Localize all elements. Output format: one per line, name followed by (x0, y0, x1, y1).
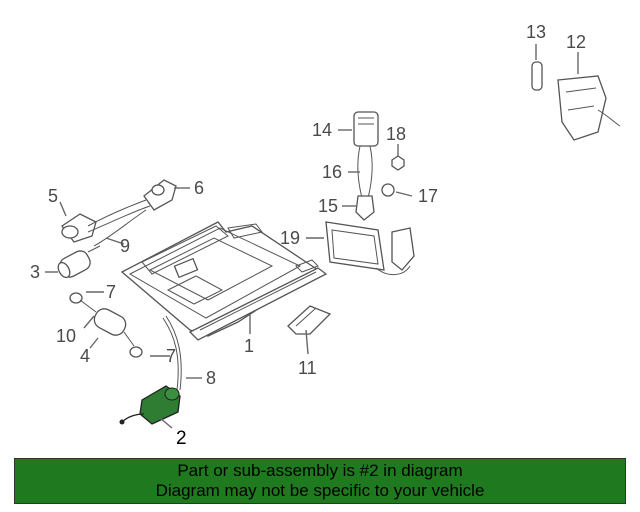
callout-1: 1 (244, 336, 254, 356)
pad-part-19 (325, 221, 415, 275)
motor-part-4 (69, 292, 143, 358)
latch-part-12 (557, 75, 621, 141)
info-banner: Part or sub-assembly is #2 in diagram Di… (14, 458, 626, 504)
motor-part-3 (57, 245, 101, 279)
callout-14: 14 (312, 120, 332, 140)
callout-17: 17 (418, 186, 438, 206)
callout-19: 19 (280, 228, 300, 248)
switch-part-14 (353, 111, 379, 147)
callout-2: 2 (176, 428, 187, 449)
nut-part-18 (391, 155, 405, 171)
banner-line-disclaimer: Diagram may not be specific to your vehi… (155, 481, 485, 500)
pin-part-13 (531, 61, 543, 91)
callout-12: 12 (566, 32, 586, 52)
callout-3: 3 (30, 262, 40, 282)
callout-6: 6 (194, 178, 204, 198)
parts-diagram: 1 2 3 4 5 6 7 7 7 8 9 10 11 12 13 14 15 … (30, 22, 621, 449)
callout-5: 5 (48, 186, 58, 206)
callout-8: 8 (206, 368, 216, 388)
callout-9: 9 (120, 236, 130, 256)
bracket-part-11 (287, 305, 332, 335)
motor-part-2-highlighted (119, 385, 181, 425)
callout-4: 4 (80, 346, 90, 366)
cable-part-8 (162, 315, 182, 391)
callout-18: 18 (386, 124, 406, 144)
seat-track-frame-part-1 (120, 221, 328, 341)
callout-7a: 7 (106, 282, 116, 302)
connector-part-15 (355, 195, 375, 221)
callout-7b: 7 (166, 346, 176, 366)
callout-11: 11 (298, 358, 317, 378)
knob-part-17 (381, 183, 395, 197)
motor-part-6 (143, 179, 177, 211)
callout-labels: 1 2 3 4 5 6 7 7 7 8 9 10 11 12 13 14 15 … (30, 22, 586, 449)
motor-part-5 (61, 213, 97, 243)
cable-part-9 (87, 199, 151, 247)
callout-16: 16 (322, 162, 342, 182)
wire-part-16 (357, 145, 373, 199)
banner-line-part-number: Part or sub-assembly is #2 in diagram (177, 461, 463, 480)
leader-lines (45, 44, 579, 429)
callout-13: 13 (526, 22, 546, 42)
callout-10: 10 (56, 326, 76, 346)
callout-15: 15 (318, 196, 338, 216)
